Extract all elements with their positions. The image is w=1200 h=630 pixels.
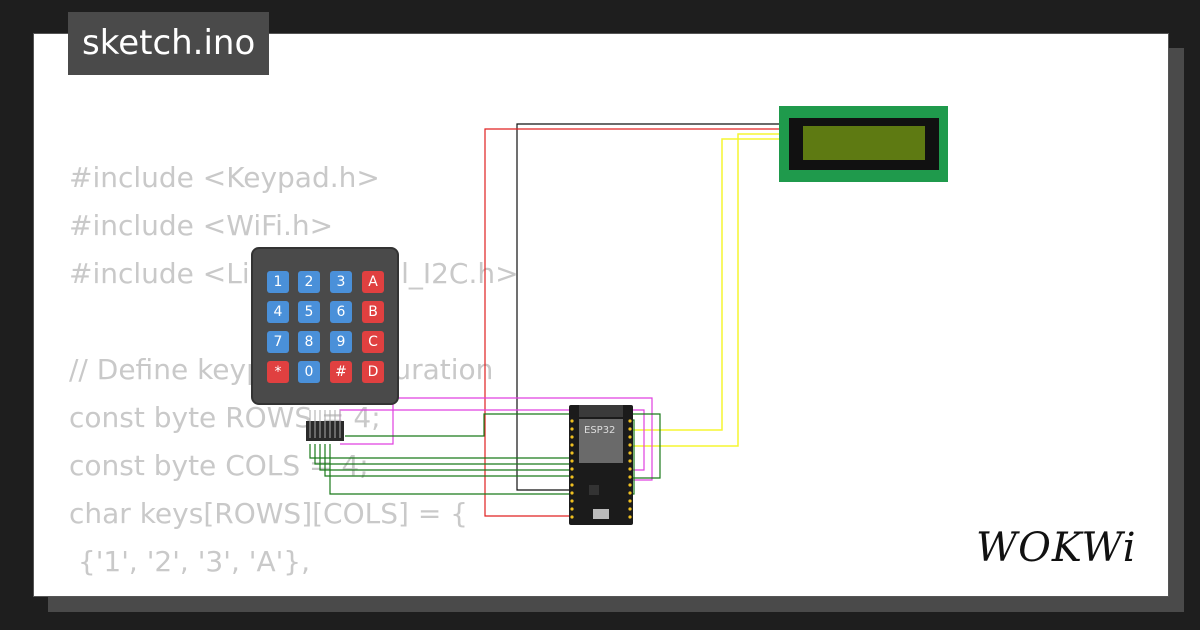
keypad-key[interactable]: 1: [267, 271, 289, 293]
keypad-key[interactable]: C: [362, 331, 384, 353]
code-line: const byte COLS = 4;: [69, 449, 369, 482]
lcd-display[interactable]: [779, 106, 948, 182]
wire-green: [324, 444, 576, 477]
esp32-label: ESP32: [584, 425, 616, 436]
keypad-key[interactable]: #: [330, 361, 352, 383]
code-line: #include <Keypad.h>: [69, 161, 380, 194]
wire-green: [309, 444, 576, 459]
keypad-key[interactable]: 5: [298, 301, 320, 323]
wire-magenta: [340, 397, 653, 481]
code-line: #include <WiFi.h>: [69, 209, 334, 242]
project-title: sketch.ino: [68, 12, 270, 75]
code-line: {'4', '5', '6', 'B'}: [69, 586, 519, 596]
esp32-pins: [570, 405, 632, 519]
keypad-key[interactable]: 0: [298, 361, 320, 383]
keypad-key[interactable]: *: [267, 361, 289, 383]
keypad-key[interactable]: 9: [330, 331, 352, 353]
code-line: char keys[ROWS][COLS] = {: [69, 497, 468, 530]
code-line: {'1', '2', '3', 'A'},: [69, 545, 311, 578]
lcd-screen: [803, 126, 925, 160]
keypad-key[interactable]: A: [362, 271, 384, 293]
esp32-board[interactable]: [569, 405, 633, 525]
keypad-key[interactable]: 7: [267, 331, 289, 353]
wire-yellow-scl: [628, 138, 787, 431]
keypad-key[interactable]: D: [362, 361, 384, 383]
wokwi-logo: WOKWi: [976, 525, 1137, 571]
keypad-key[interactable]: 4: [267, 301, 289, 323]
keypad-4x4[interactable]: 1 2 3 A 4 5 6 B 7 8 9 C * 0 # D: [251, 247, 399, 405]
keypad-key[interactable]: B: [362, 301, 384, 323]
wire-red: [484, 128, 787, 517]
wire-green: [319, 444, 576, 471]
lcd-frame: [789, 118, 939, 170]
keypad-key[interactable]: 6: [330, 301, 352, 323]
keypad-key[interactable]: 3: [330, 271, 352, 293]
wire-green: [314, 444, 576, 465]
wire-yellow-sda: [628, 133, 787, 447]
wire-black: [516, 123, 787, 491]
keypad-key[interactable]: 2: [298, 271, 320, 293]
code-line: const byte ROWS = 4;: [69, 401, 381, 434]
keypad-key[interactable]: 8: [298, 331, 320, 353]
